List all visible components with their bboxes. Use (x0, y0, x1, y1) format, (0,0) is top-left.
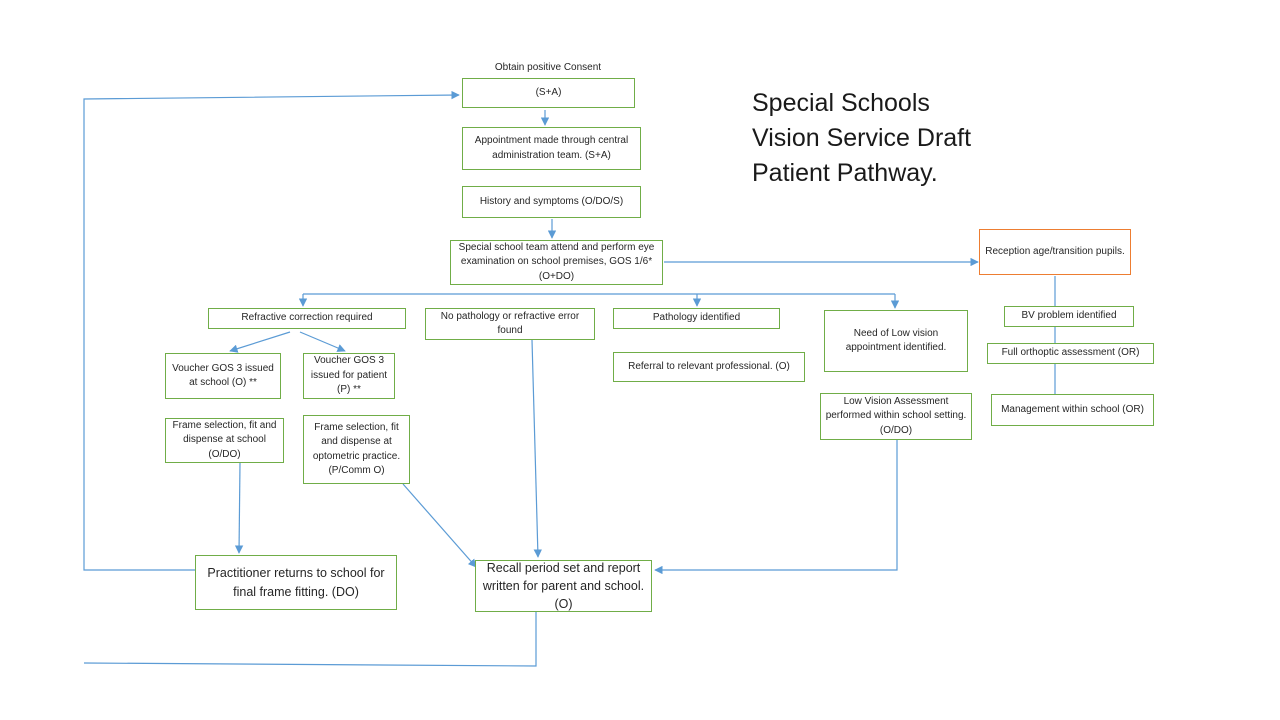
frame-school-box: Frame selection, fit and dispense at sch… (165, 418, 284, 463)
management-text: Management within school (OR) (1001, 403, 1144, 415)
bv-problem-text: BV problem identified (1021, 310, 1117, 322)
orthoptic-text: Full orthoptic assessment (OR) (1001, 347, 1140, 359)
voucher-patient-text: Voucher GOS 3 issued for patient (P) ** (310, 355, 388, 396)
consent-box: (S+A) (462, 78, 635, 108)
exam-text: Special school team attend and perform e… (458, 241, 655, 282)
consent-label: Obtain positive Consent (494, 62, 602, 73)
frame-school-text: Frame selection, fit and dispense at sch… (172, 419, 277, 460)
low-vision-need-box: Need of Low vision appointment identifie… (824, 310, 968, 372)
no-pathology-box: No pathology or refractive error found (425, 308, 595, 340)
appointment-text: Appointment made through central adminis… (474, 135, 629, 161)
diagram-title: Special Schools Vision Service Draft Pat… (752, 86, 971, 191)
title-line-3: Patient Pathway. (752, 159, 938, 187)
loop-recall-to-bottom (83, 611, 537, 667)
exam-box: Special school team attend and perform e… (450, 240, 663, 285)
arrow-frame-school-to-practitioner (234, 462, 244, 554)
pathology-text: Pathology identified (652, 312, 741, 324)
frame-practice-box: Frame selection, fit and dispense at opt… (303, 415, 410, 484)
pathology-box: Pathology identified (613, 308, 780, 329)
history-box: History and symptoms (O/DO/S) (462, 186, 641, 218)
voucher-school-text: Voucher GOS 3 issued at school (O) ** (172, 362, 274, 389)
arrow-low-vision-to-recall (654, 440, 898, 575)
refractive-text: Refractive correction required (241, 312, 373, 324)
voucher-school-box: Voucher GOS 3 issued at school (O) ** (165, 353, 281, 399)
title-line-2: Vision Service Draft (752, 124, 972, 152)
referral-text: Referral to relevant professional. (O) (628, 360, 790, 372)
orthoptic-box: Full orthoptic assessment (OR) (987, 343, 1154, 364)
recall-text: Recall period set and report written for… (482, 560, 645, 612)
consent-text: (S+A) (535, 86, 562, 98)
frame-practice-text: Frame selection, fit and dispense at opt… (312, 421, 401, 477)
low-vision-assessment-box: Low Vision Assessment performed within s… (820, 393, 972, 440)
referral-box: Referral to relevant professional. (O) (613, 352, 805, 382)
arrow-to-voucher-patient (299, 331, 346, 352)
arrow-no-pathology-to-recall (531, 339, 542, 558)
history-text: History and symptoms (O/DO/S) (479, 195, 624, 207)
reception-text: Reception age/transition pupils. (985, 245, 1125, 257)
loop-practitioner-to-consent (83, 90, 460, 571)
arrow-to-voucher-school (229, 331, 291, 353)
bv-problem-box: BV problem identified (1004, 306, 1134, 327)
arrow-frame-practice-to-recall (402, 483, 477, 568)
reception-box: Reception age/transition pupils. (979, 229, 1131, 275)
low-vision-assessment-text: Low Vision Assessment performed within s… (825, 395, 967, 436)
voucher-patient-box: Voucher GOS 3 issued for patient (P) ** (303, 353, 395, 399)
low-vision-need-text: Need of Low vision appointment identifie… (845, 327, 947, 354)
practitioner-returns-text: Practitioner returns to school for final… (207, 566, 385, 599)
recall-box: Recall period set and report written for… (475, 560, 652, 612)
practitioner-returns-box: Practitioner returns to school for final… (195, 555, 397, 610)
title-line-1: Special Schools (752, 89, 930, 117)
management-box: Management within school (OR) (991, 394, 1154, 426)
no-pathology-text: No pathology or refractive error found (440, 310, 580, 337)
appointment-box: Appointment made through central adminis… (462, 127, 641, 170)
refractive-box: Refractive correction required (208, 308, 406, 329)
